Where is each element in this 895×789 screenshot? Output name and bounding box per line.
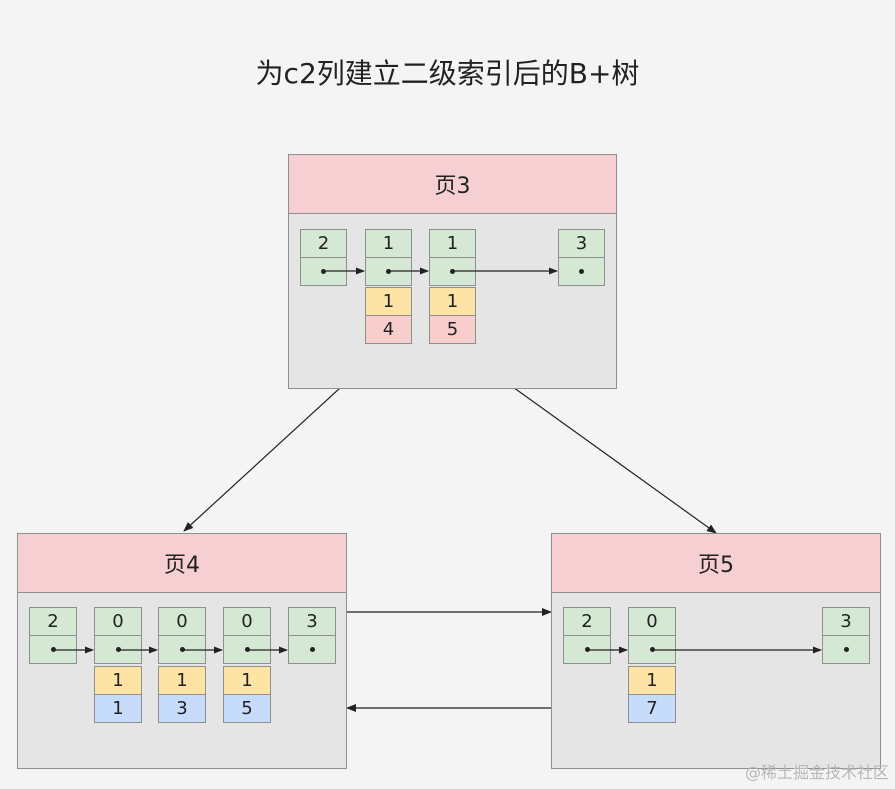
record-next-pointer: [365, 257, 412, 286]
record-primary-key: 7: [628, 694, 676, 723]
record-next-pointer: [223, 635, 271, 664]
record-page-number: 4: [365, 315, 412, 344]
pointer-dot: [244, 647, 250, 652]
pointer-dot: [649, 647, 655, 652]
record-next-pointer: [94, 635, 142, 664]
page-3-header: 页3: [289, 155, 616, 214]
record-next-pointer: [429, 257, 476, 286]
record-next-pointer: [29, 635, 77, 664]
record-c3-value: 1: [223, 666, 271, 695]
pointer-dot: [843, 647, 849, 652]
page-3-label: 页3: [434, 174, 471, 199]
record-key: 2: [300, 229, 347, 258]
pointer-dot: [321, 269, 326, 274]
diagram-title: 为c2列建立二级索引后的B+树: [255, 57, 640, 90]
record-primary-key: 3: [158, 694, 206, 723]
pointer-dot: [450, 269, 455, 274]
record-key: 0: [158, 607, 206, 636]
record-primary-key: 1: [94, 694, 142, 723]
record-next-pointer: [822, 635, 870, 664]
record-c3-value: 1: [628, 666, 676, 695]
page-5-header: 页5: [552, 534, 880, 593]
record-next-pointer: [288, 635, 336, 664]
watermark: @稀土掘金技术社区: [744, 763, 889, 782]
pointer-dot: [579, 269, 584, 274]
page-4-label: 页4: [164, 553, 200, 578]
pointer-dot: [584, 647, 590, 652]
record-primary-key: 5: [223, 694, 271, 723]
pointer-dot: [309, 647, 315, 652]
record-key: 0: [223, 607, 271, 636]
record-next-pointer: [628, 635, 676, 664]
record-next-pointer: [300, 257, 347, 286]
record-page-number: 5: [429, 315, 476, 344]
record-key: 1: [429, 229, 476, 258]
record-key: 3: [288, 607, 336, 636]
record-next-pointer: [563, 635, 611, 664]
record-key: 0: [94, 607, 142, 636]
record-key: 0: [628, 607, 676, 636]
record-c3-value: 1: [429, 287, 476, 316]
record-c3-value: 1: [94, 666, 142, 695]
record-key: 2: [29, 607, 77, 636]
pointer-dot: [115, 647, 121, 652]
record-key: 1: [365, 229, 412, 258]
record-c3-value: 1: [158, 666, 206, 695]
record-next-pointer: [558, 257, 605, 286]
page-5-label: 页5: [698, 553, 734, 578]
record-key: 3: [558, 229, 605, 258]
pointer-dot: [179, 647, 185, 652]
page-4-header: 页4: [18, 534, 346, 593]
pointer-dot: [50, 647, 56, 652]
record-c3-value: 1: [365, 287, 412, 316]
record-key: 3: [822, 607, 870, 636]
pointer-dot: [386, 269, 391, 274]
record-next-pointer: [158, 635, 206, 664]
record-key: 2: [563, 607, 611, 636]
